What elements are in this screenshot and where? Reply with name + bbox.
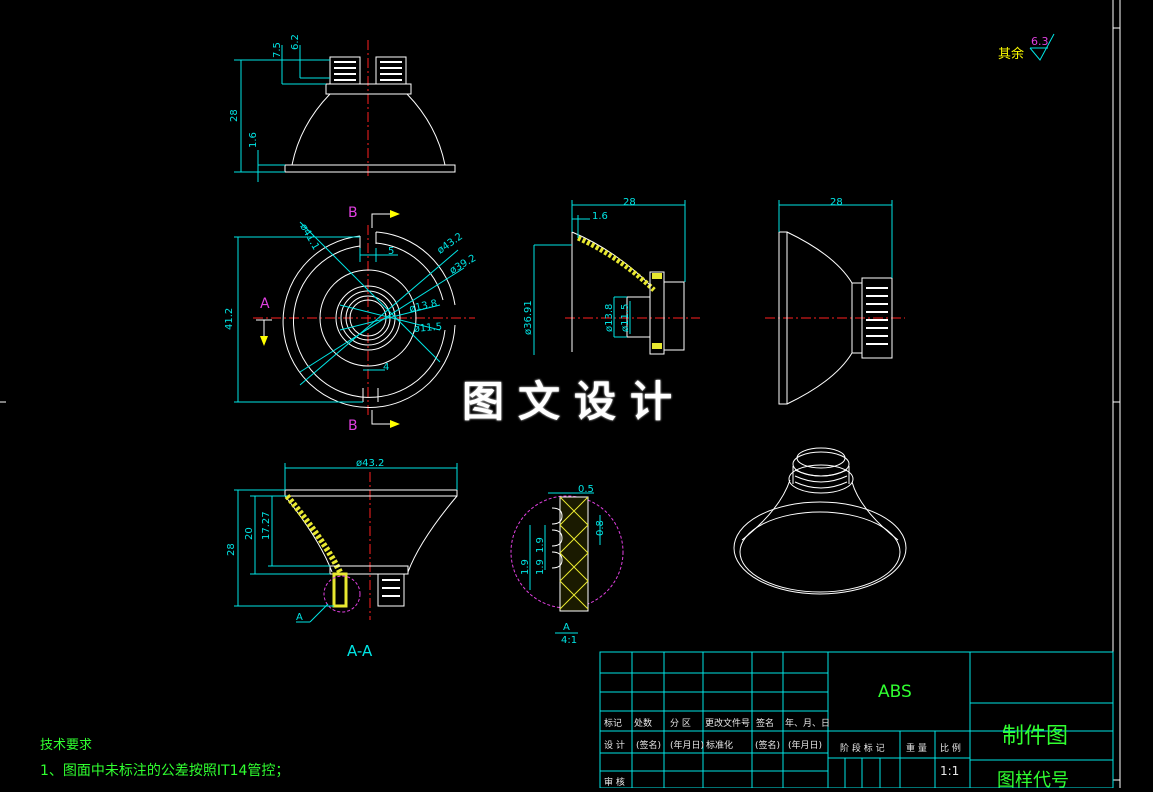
aa-dim-h1: 28 — [226, 543, 237, 556]
tb-r1-c5: 签名 — [756, 719, 775, 729]
tb-r1-c1: 标记 — [604, 719, 623, 729]
tech-heading: 技术要求 — [40, 738, 93, 753]
tb-r1-c3: 分 区 — [670, 719, 691, 729]
tb-r1-c4: 更改文件号 — [705, 719, 751, 729]
section-mark-b-top: B — [348, 205, 358, 221]
detail-label: A — [563, 622, 570, 633]
top-dim-1: 7.5 — [272, 42, 283, 58]
front-dim-w2: 4 — [383, 362, 389, 373]
tb-r2-c3: (年月日) — [670, 741, 705, 751]
tb-r2-c2: (签名) — [636, 741, 662, 751]
front-dim-d1: ø43.2 — [435, 231, 465, 256]
section-mark-a: A — [260, 296, 270, 312]
aa-view: A ø43.2 28 20 17.27 A-A — [226, 458, 458, 660]
detail-dim-h1: 1.9 — [520, 559, 531, 575]
drawing-title: 制件图 — [1002, 724, 1069, 749]
tb-scale-label: 比 例 — [940, 744, 961, 754]
detail-scale: 4:1 — [561, 635, 577, 646]
top-dim-2: 6.2 — [290, 34, 301, 50]
drawing-number-label: 图样代号 — [997, 770, 1069, 791]
isometric-view — [733, 447, 907, 595]
section-dim-d3: ø11.5 — [620, 304, 631, 332]
watermark-text: 图文设计 — [462, 377, 687, 426]
tb-r2-c6: (年月日) — [788, 741, 823, 751]
tb-r1-c6: 年、月、日 — [785, 719, 831, 729]
section-dim-d2: ø13.8 — [604, 304, 615, 332]
tb-r2-c5: (签名) — [755, 741, 781, 751]
aa-dim-h3: 17.27 — [261, 511, 272, 540]
tech-line-1: 1、图面中未标注的公差按照IT14管控； — [40, 763, 290, 779]
title-block — [599, 651, 1114, 788]
section-dim-w1: 28 — [623, 197, 636, 208]
detail-view: 0.5 0.8 1.9 1.9 1.9 A 4:1 — [510, 484, 624, 646]
tb-r3-c1: 审 核 — [604, 778, 625, 788]
detail-dim-h2: 1.9 — [535, 559, 546, 575]
side-dim-w1: 28 — [830, 197, 843, 208]
tb-r2-c4: 标准化 — [706, 741, 734, 751]
front-dim-h1: 41.2 — [224, 308, 235, 330]
section-dim-w2: 1.6 — [592, 211, 608, 222]
aa-dim-w1: ø43.2 — [356, 458, 384, 469]
detail-dim-w1: 0.5 — [578, 484, 594, 495]
surface-value: 6.3 — [1031, 35, 1049, 48]
aa-view-title: A-A — [347, 642, 373, 660]
section-dim-d1: ø36.91 — [523, 300, 534, 335]
section-view: 28 1.6 ø36.91 ø13.8 ø11.5 — [523, 197, 700, 355]
detail-dim-w2: 0.8 — [595, 520, 606, 536]
tb-weight-label: 重 量 — [906, 744, 927, 754]
material-value: ABS — [878, 682, 912, 702]
front-dim-w1: 5 — [388, 246, 394, 257]
top-dim-3: 28 — [229, 109, 240, 122]
top-view: 7.5 6.2 28 1.6 — [229, 34, 456, 182]
detail-dim-h3: 1.9 — [535, 537, 546, 553]
surface-roughness-symbol: 其余 6.3 — [998, 33, 1055, 62]
tb-r2-c1: 设 计 — [604, 741, 625, 751]
tb-r1-c2: 处数 — [634, 719, 653, 729]
front-dim-d2: ø39.2 — [448, 253, 478, 277]
surface-label: 其余 — [998, 46, 1024, 62]
scale-value: 1:1 — [940, 764, 960, 778]
aa-detail-marker: A — [296, 612, 303, 623]
front-dim-d4: ø11.5 — [413, 322, 442, 335]
tb-stage-label: 阶 段 标 记 — [840, 744, 885, 754]
aa-dim-h2: 20 — [244, 527, 255, 540]
section-mark-b-bottom: B — [348, 418, 358, 434]
front-view: 41.2 ø41.1 5 ø43.2 ø39.2 ø13.8 ø11.5 4 B… — [224, 205, 478, 434]
top-dim-4: 1.6 — [248, 132, 259, 148]
side-view: 28 — [765, 197, 905, 405]
